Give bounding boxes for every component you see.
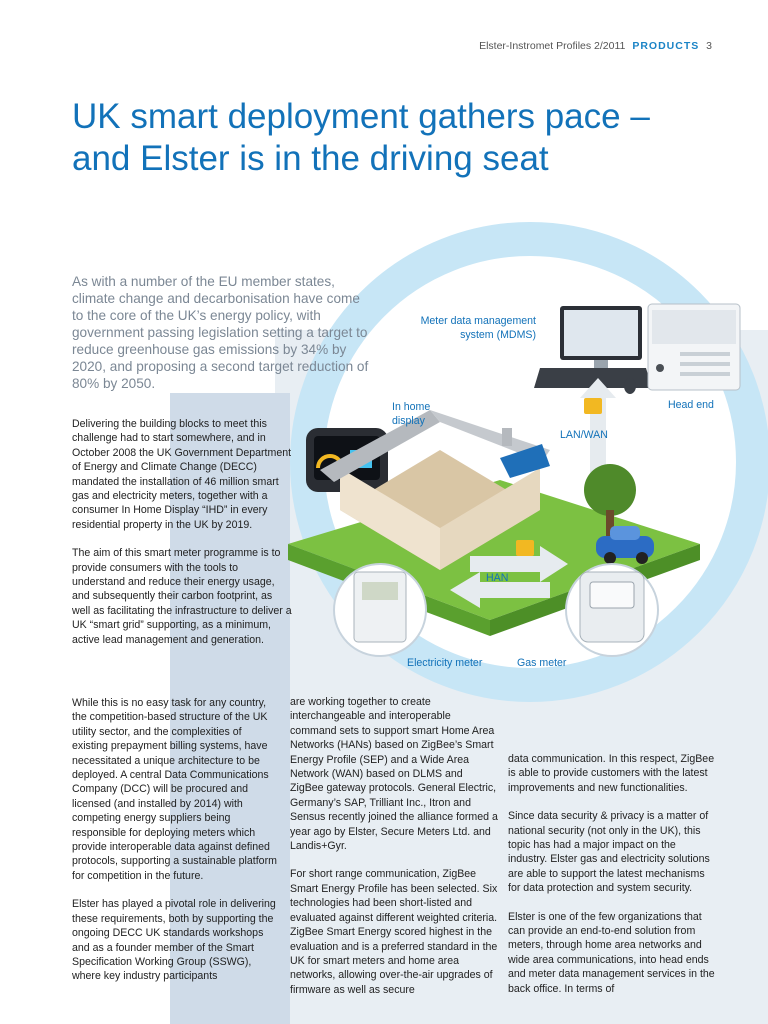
publication-name: Elster-Instromet Profiles 2/2011 xyxy=(479,40,626,52)
paragraph: For short range communication, ZigBee Sm… xyxy=(290,868,498,996)
lock-icon xyxy=(584,398,602,414)
paragraph: are working together to create interchan… xyxy=(290,696,498,853)
page-number: 3 xyxy=(706,40,712,52)
page-header: Elster-Instromet Profiles 2/2011 PRODUCT… xyxy=(479,40,712,52)
label-lan-wan: LAN/WAN xyxy=(560,429,608,441)
label-gas-meter: Gas meter xyxy=(517,657,567,669)
lead-paragraph: As with a number of the EU member states… xyxy=(72,274,369,391)
column-1-top: Delivering the building blocks to meet t… xyxy=(72,417,292,661)
label-electricity-meter: Electricity meter xyxy=(407,657,483,669)
column-3: data communication. In this respect, Zig… xyxy=(508,752,718,1010)
section-name: PRODUCTS xyxy=(632,40,700,52)
smart-metering-diagram xyxy=(288,303,741,657)
label-in-home-display: In home display xyxy=(392,401,431,427)
paragraph: The aim of this smart meter programme is… xyxy=(72,547,292,646)
title-line-1: UK smart deployment gathers pace – xyxy=(72,97,650,136)
car-icon xyxy=(596,526,654,564)
column-1-bottom: While this is no easy task for any count… xyxy=(72,696,277,998)
label-head-end: Head end xyxy=(668,399,714,411)
paragraph: data communication. In this respect, Zig… xyxy=(508,753,715,794)
solar-panel-icon xyxy=(500,444,550,478)
paragraph: Elster has played a pivotal role in deli… xyxy=(72,898,276,983)
paragraph: While this is no easy task for any count… xyxy=(72,697,277,882)
server-icon xyxy=(647,303,741,391)
tree-icon xyxy=(584,464,636,516)
monitor-icon xyxy=(534,306,652,394)
paragraph: Delivering the building blocks to meet t… xyxy=(72,418,292,531)
article-title: UK smart deployment gathers pace – and E… xyxy=(72,96,712,180)
gas-meter-icon xyxy=(565,563,659,657)
house-illustration xyxy=(320,410,550,570)
lock-icon xyxy=(516,540,534,556)
title-line-2: and Elster is in the driving seat xyxy=(72,139,549,178)
label-han: HAN xyxy=(486,572,509,584)
column-2: are working together to create interchan… xyxy=(290,695,498,1011)
column-highlight-panel xyxy=(170,393,290,1024)
electricity-meter-icon xyxy=(333,563,427,657)
paragraph: Elster is one of the few organizations t… xyxy=(508,910,715,995)
paragraph: Since data security & privacy is a matte… xyxy=(508,810,710,895)
label-mdms: Meter data management system (MDMS) xyxy=(420,315,536,341)
